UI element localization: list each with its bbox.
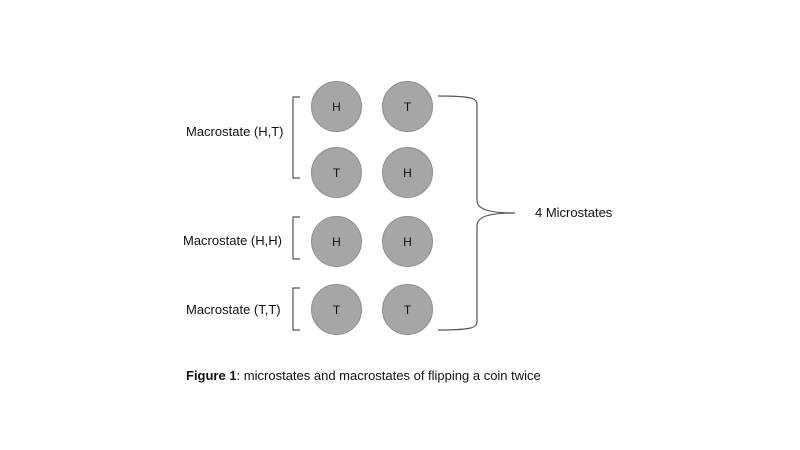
macrostate-label-tt: Macrostate (T,T) [186, 302, 281, 317]
coin-row1-first: H [311, 81, 362, 132]
figure-caption-text: : microstates and macrostates of flippin… [236, 368, 541, 383]
macrostate-label-ht: Macrostate (H,T) [186, 124, 284, 139]
microstates-curly-brace [437, 95, 516, 331]
macrostate-bracket-ht [292, 96, 300, 179]
total-microstates-label: 4 Microstates [535, 205, 613, 220]
coin-row1-second: T [382, 81, 433, 132]
figure-caption-prefix: Figure 1 [186, 368, 237, 383]
macrostate-label-hh: Macrostate (H,H) [183, 233, 282, 248]
coin-row4-second: T [382, 284, 433, 335]
coin-row4-first: T [311, 284, 362, 335]
coin-row2-first: T [311, 147, 362, 198]
figure-caption: Figure 1: microstates and macrostates of… [186, 368, 541, 383]
coin-row2-second: H [382, 147, 433, 198]
coin-row3-second: H [382, 216, 433, 267]
coin-row3-first: H [311, 216, 362, 267]
macrostate-bracket-tt [292, 287, 300, 331]
macrostate-bracket-hh [292, 216, 300, 260]
